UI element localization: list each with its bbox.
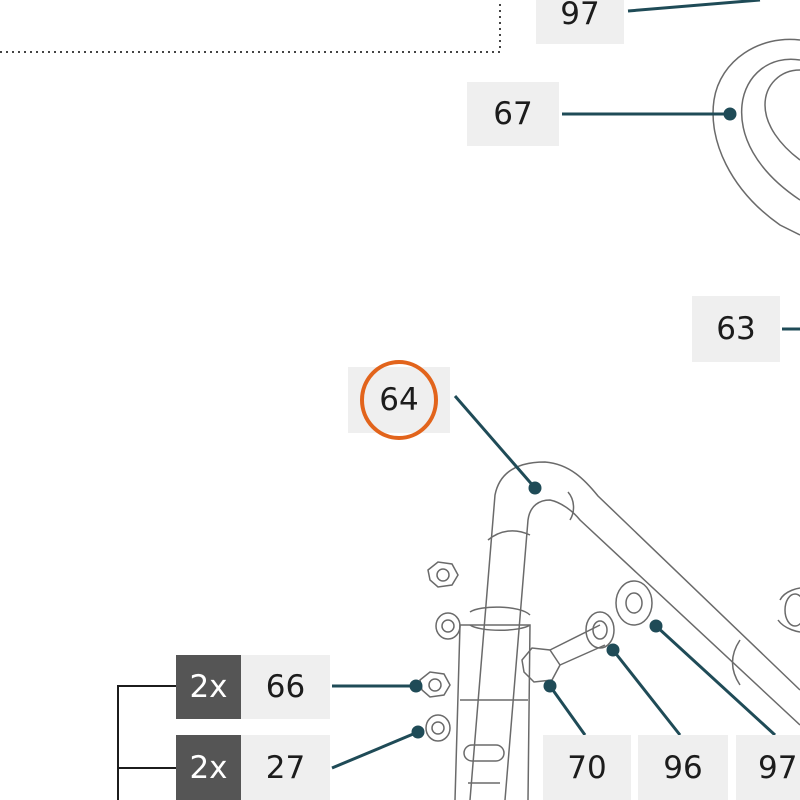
callout-box-96 xyxy=(638,735,728,800)
clamp-bracket xyxy=(454,606,531,800)
callout-box-66 xyxy=(241,655,330,719)
callout-70: 70 xyxy=(567,749,607,786)
bolt-and-washers xyxy=(521,580,653,683)
frame-tubes-64 xyxy=(469,461,800,800)
callout-97-top: 97 xyxy=(560,0,600,32)
callout-box-67 xyxy=(467,82,559,146)
callout-box-97-bottom xyxy=(736,735,800,800)
callout-67: 67 xyxy=(493,96,533,132)
callout-64: 64 xyxy=(379,382,419,418)
callout-box-63 xyxy=(692,296,780,362)
qty-27: 2x xyxy=(176,735,241,800)
callout-63: 63 xyxy=(716,311,756,347)
qty-66: 2x xyxy=(176,655,241,719)
leader-lines xyxy=(331,0,800,770)
nuts-washers-left xyxy=(419,561,461,742)
callout-27: 27 xyxy=(265,749,306,786)
handle-tube-67 xyxy=(712,38,800,236)
callout-box-64 xyxy=(348,367,450,433)
callout-box-27 xyxy=(241,735,330,800)
qty-bracket xyxy=(117,685,176,800)
callout-97-bottom: 97 xyxy=(758,749,798,786)
callout-box-97-top xyxy=(536,0,624,44)
right-bolt xyxy=(777,587,800,633)
dotted-frame xyxy=(0,0,501,53)
callout-box-70 xyxy=(543,735,631,800)
highlight-circle-64 xyxy=(360,360,438,440)
callout-66: 66 xyxy=(265,669,306,705)
callout-96: 96 xyxy=(663,749,703,786)
